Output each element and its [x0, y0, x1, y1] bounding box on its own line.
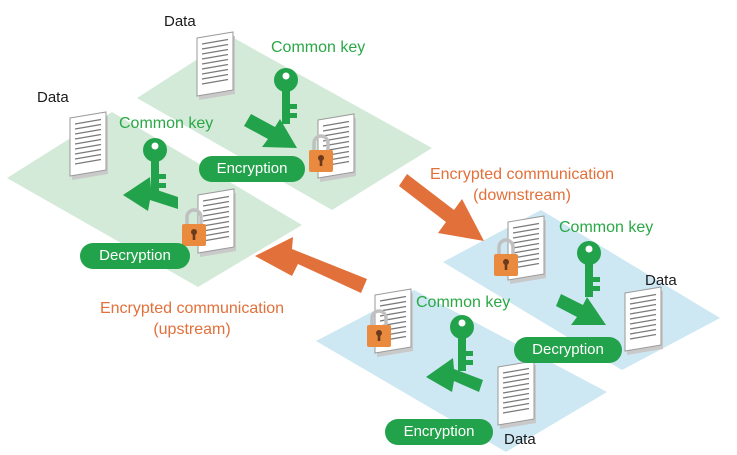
document-icon: [196, 31, 236, 101]
data-label: Data: [645, 272, 677, 289]
data-label: Data: [37, 89, 69, 106]
decryption-badge: Decryption: [514, 337, 622, 363]
upstream-label-line1: Encrypted communication: [99, 300, 285, 317]
decryption-arrow-icon: [556, 294, 606, 325]
decryption-badge: Decryption: [80, 243, 190, 269]
data-label: Data: [504, 431, 536, 448]
data-label: Data: [164, 13, 196, 30]
encryption-badge: Encryption: [199, 156, 305, 182]
document-icon: [197, 188, 237, 258]
upstream-label-line2: (upstream): [153, 320, 231, 338]
encryption-arrow-icon: [426, 358, 483, 392]
decryption-arrow-icon: [123, 177, 178, 211]
common-key-label: Common key: [271, 39, 366, 56]
common-key-label: Common key: [559, 219, 654, 236]
downstream-label: Encrypted communication (downstream): [412, 165, 632, 207]
upstream-arrow-icon: [255, 237, 367, 293]
encryption-badge: Encryption: [385, 419, 493, 445]
upstream-label: Encrypted communication (upstream): [82, 299, 302, 341]
downstream-label-line2: (downstream): [473, 186, 571, 204]
document-icon: [624, 286, 664, 356]
document-icon: [69, 111, 109, 181]
document-icon: [497, 360, 537, 430]
downstream-label-line1: Encrypted communication: [429, 166, 615, 183]
encryption-arrow-icon: [244, 114, 297, 148]
downstream-arrow-icon: [399, 174, 484, 241]
common-key-label: Common key: [119, 115, 214, 132]
common-key-label: Common key: [416, 294, 511, 311]
